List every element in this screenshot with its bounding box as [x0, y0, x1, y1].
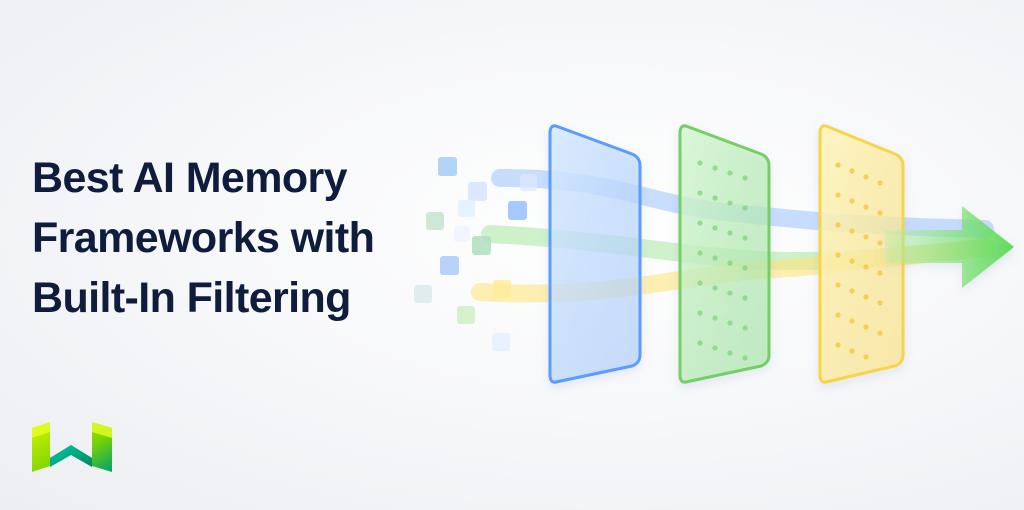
particle-square	[472, 236, 491, 255]
particle-square	[508, 201, 527, 220]
particle-square	[468, 182, 487, 201]
particle-square	[438, 157, 457, 176]
w-logo-icon	[32, 422, 112, 472]
particle-square	[454, 226, 470, 242]
green-arrow-icon	[885, 206, 1014, 288]
particle-square	[457, 306, 475, 324]
blue-filter-panel-icon	[548, 124, 642, 384]
hero-title-line-3: Built-In Filtering	[32, 274, 351, 322]
particle-square	[520, 174, 537, 191]
yellow-filter-panel-icon	[818, 124, 905, 384]
data-particle-squares	[414, 157, 537, 351]
hero-title-line-1: Best AI Memory	[32, 154, 348, 202]
particle-square	[492, 333, 510, 351]
particle-square	[414, 285, 432, 303]
yellow-panel-dots	[835, 162, 883, 360]
green-filter-panel-icon	[678, 124, 771, 384]
particle-square	[426, 212, 444, 230]
hero-title: Best AI Memory Frameworks with Built-In …	[32, 148, 452, 328]
particle-square	[440, 256, 459, 275]
particle-square	[458, 200, 475, 217]
green-panel-dots	[697, 160, 748, 361]
hero-title-line-2: Frameworks with	[32, 214, 375, 262]
particle-square	[493, 280, 511, 298]
